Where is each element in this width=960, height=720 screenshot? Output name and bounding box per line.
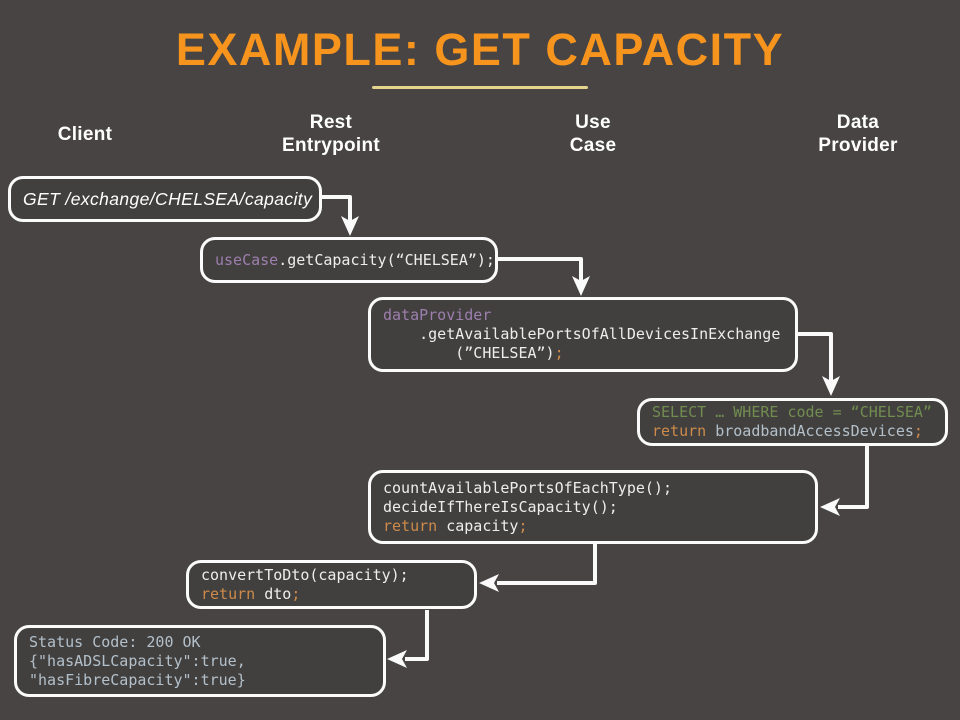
column-header-line: Data <box>836 112 880 133</box>
column-header-line: Client <box>57 123 113 145</box>
title-underline <box>372 86 588 89</box>
arrow-usecase-to-dataprovider <box>798 332 840 396</box>
code-segment: return <box>383 516 438 535</box>
usecase-logic-box: countAvailablePortsOfEachType();decideIf… <box>368 470 818 544</box>
column-header-line: Entrypoint <box>282 135 380 156</box>
code-segment: broadbandAccessDevices <box>706 422 914 440</box>
code-segment: ; <box>913 422 923 440</box>
code-line: decideIfThereIsCapacity(); <box>383 498 809 517</box>
entrypoint-code-box: useCase.getCapacity(“CHELSEA”); <box>200 237 498 283</box>
column-header-line: Use <box>575 112 611 133</box>
code-line: .getAvailablePortsOfAllDevicesInExchange <box>383 325 789 344</box>
arrow-entrypoint-to-client <box>387 610 429 668</box>
column-header-line: Provider <box>818 135 898 156</box>
code-segment: countAvailablePortsOfEachType(); <box>383 478 672 497</box>
arrow-entrypoint-to-usecase <box>498 257 590 296</box>
code-segment: GET /exchange/CHELSEA/capacity <box>23 189 313 209</box>
code-segment: "hasFibreCapacity":true} <box>29 670 246 689</box>
code-segment: decideIfThereIsCapacity(); <box>383 497 618 516</box>
code-segment: convertToDto(capacity); <box>201 565 409 584</box>
http-request-box: GET /exchange/CHELSEA/capacity <box>8 176 322 222</box>
column-header-use-case: Use Case <box>570 110 617 158</box>
code-line: dataProvider <box>383 306 789 325</box>
code-line: return broadbandAccessDevices; <box>652 422 939 441</box>
arrow-client-to-entrypoint <box>322 195 359 236</box>
code-line: Status Code: 200 OK <box>29 633 377 652</box>
code-line: return dto; <box>201 585 468 604</box>
arrow-dataprovider-to-usecase <box>820 446 869 516</box>
code-line: return capacity; <box>383 517 809 536</box>
code-line: SELECT … WHERE code = “CHELSEA” <box>652 403 939 422</box>
code-segment: ; <box>518 516 528 535</box>
code-segment: capacity <box>437 516 519 535</box>
column-header-line: Case <box>569 135 617 156</box>
entrypoint-convert-box: convertToDto(capacity);return dto; <box>186 560 477 609</box>
code-segment: dataProvider <box>383 306 492 324</box>
slide-title: EXAMPLE: GET CAPACITY <box>175 24 785 75</box>
code-segment: SELECT … WHERE code = “CHELSEA” <box>652 403 932 421</box>
code-segment: (”CHELSEA”) <box>383 344 555 362</box>
code-segment: dto <box>255 584 292 603</box>
code-segment: useCase <box>215 250 279 269</box>
code-line: GET /exchange/CHELSEA/capacity <box>23 189 313 209</box>
column-header-client: Client <box>58 110 113 158</box>
column-header-line: Rest <box>309 112 353 133</box>
code-line: useCase.getCapacity(“CHELSEA”); <box>215 250 495 270</box>
usecase-code-box: dataProvider .getAvailablePortsOfAllDevi… <box>368 297 798 372</box>
http-response-box: Status Code: 200 OK{"hasADSLCapacity":tr… <box>14 625 386 697</box>
code-line: "hasFibreCapacity":true} <box>29 671 377 690</box>
code-line: convertToDto(capacity); <box>201 566 468 585</box>
column-header-rest-entrypoint: Rest Entrypoint <box>282 110 380 158</box>
code-line: countAvailablePortsOfEachType(); <box>383 479 809 498</box>
code-segment: ; <box>554 344 564 362</box>
code-segment: Status Code: 200 OK <box>29 632 201 651</box>
code-segment: return <box>652 422 707 440</box>
code-segment: .getAvailablePortsOfAllDevicesInExchange <box>383 325 781 343</box>
code-segment: return <box>201 584 256 603</box>
code-segment: {"hasADSLCapacity":true, <box>29 651 246 670</box>
arrow-usecase-to-entrypoint <box>479 544 597 592</box>
code-segment: ; <box>291 584 301 603</box>
code-segment: .getCapacity(“CHELSEA”); <box>278 250 495 269</box>
code-line: {"hasADSLCapacity":true, <box>29 652 377 671</box>
code-line: (”CHELSEA”); <box>383 344 789 363</box>
column-header-data-provider: Data Provider <box>818 110 898 158</box>
dataprovider-sql-box: SELECT … WHERE code = “CHELSEA”return br… <box>637 398 948 446</box>
